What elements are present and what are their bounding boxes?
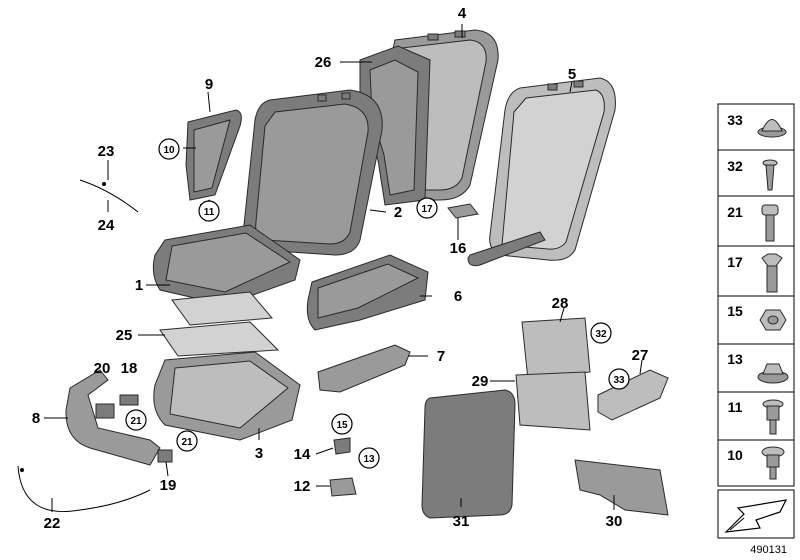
callout-5: 5: [568, 66, 576, 83]
svg-text:10: 10: [163, 145, 175, 156]
fastener-row-33: 33: [717, 103, 795, 151]
callout-19: 19: [160, 477, 177, 494]
part-20-switch: [95, 403, 115, 419]
callout-18: 18: [121, 360, 138, 377]
callout-4: 4: [458, 5, 467, 22]
svg-text:33: 33: [727, 112, 743, 128]
part-18-switch-cover: [119, 394, 139, 406]
part-9-side-trim: [185, 109, 242, 201]
callout-1: 1: [135, 277, 143, 294]
svg-text:15: 15: [727, 303, 743, 319]
fastener-row-17: 17: [717, 245, 795, 297]
callout-14: 14: [294, 446, 311, 463]
circled-callout-21-upper: 21: [125, 409, 147, 431]
svg-text:21: 21: [727, 204, 743, 220]
circled-callout-11: 11: [198, 200, 220, 222]
circled-callout-15: 15: [331, 413, 353, 435]
svg-text:32: 32: [595, 329, 607, 340]
callout-16: 16: [450, 240, 467, 257]
fastener-row-10: 10: [717, 439, 795, 487]
part-5-backrest-rear-panel: [467, 77, 616, 267]
document-id: 490131: [750, 544, 787, 556]
svg-text:32: 32: [727, 158, 743, 174]
callout-9: 9: [205, 76, 213, 93]
fastener-row-15: 15: [717, 295, 795, 345]
svg-text:21: 21: [130, 416, 142, 427]
hex-flange-screw-icon: [761, 253, 783, 293]
circled-callout-21-lower: 21: [176, 430, 198, 452]
part-14-bracket: [333, 437, 351, 455]
circled-callout-10: 10: [158, 138, 180, 160]
fastener-panel-footer: [717, 489, 795, 539]
leader-lines: [44, 24, 643, 512]
callout-31: 31: [453, 513, 470, 530]
part-7-support-panel: [317, 344, 411, 393]
part-26-padding-sheet: [359, 45, 431, 206]
callout-24: 24: [98, 217, 115, 234]
part-28-armrest-cover: [521, 317, 591, 381]
flange-nut-icon: [757, 363, 789, 384]
part-25-heating-mat: [159, 291, 280, 357]
part-27-trim-strip: [597, 369, 669, 421]
part-31-backrest-board: [421, 389, 516, 519]
callout-25: 25: [116, 327, 133, 344]
push-clip-icon: [757, 119, 787, 138]
svg-text:21: 21: [181, 437, 193, 448]
collar-screw-icon: [761, 446, 785, 480]
arrow-symbol-icon: [724, 499, 788, 533]
part-12-bracket: [329, 477, 357, 497]
part-29-armrest-pad: [515, 371, 591, 431]
part-16-bracket: [447, 203, 479, 219]
stepped-bolt-icon: [762, 399, 784, 435]
fastener-panel: 33 32 21 17: [717, 103, 795, 539]
circled-callout-33: 33: [608, 368, 630, 390]
callout-26: 26: [315, 54, 332, 71]
callout-29: 29: [472, 373, 489, 390]
callout-6: 6: [454, 288, 462, 305]
part-1-seat-cover: [152, 224, 301, 306]
svg-text:33: 33: [613, 375, 625, 386]
circled-callout-17: 17: [416, 197, 438, 219]
part-23-24-cable: [79, 179, 139, 213]
part-3-seat-base: [153, 351, 301, 441]
fastener-row-11: 11: [717, 391, 795, 441]
part-19-clip: [157, 449, 173, 463]
svg-text:10: 10: [727, 447, 743, 463]
svg-text:11: 11: [204, 207, 215, 218]
svg-text:17: 17: [727, 254, 743, 270]
part-30-lower-trim: [574, 459, 669, 516]
callout-8: 8: [32, 410, 40, 427]
callout-22: 22: [44, 515, 61, 532]
callout-30: 30: [606, 513, 623, 530]
svg-text:17: 17: [421, 204, 433, 215]
hex-nut-icon: [759, 309, 787, 331]
torx-bolt-icon: [761, 204, 779, 242]
callout-28: 28: [552, 295, 569, 312]
fastener-row-21: 21: [717, 195, 795, 247]
svg-text:15: 15: [336, 420, 348, 431]
circled-callout-13: 13: [358, 447, 380, 469]
tapping-screw-icon: [762, 159, 778, 191]
circled-callouts: 10 11 17 15 13 21 21 32: [125, 138, 630, 469]
callout-23: 23: [98, 143, 115, 160]
part-6-thigh-support: [306, 254, 429, 331]
callout-labels: 4 5 26 9 23 24 2 1 25 6 7 3 8 20 18 19 2…: [32, 5, 649, 532]
callout-12: 12: [294, 478, 311, 495]
fastener-row-13: 13: [717, 343, 795, 393]
circled-callout-32: 32: [590, 322, 612, 344]
svg-text:11: 11: [728, 399, 743, 415]
callout-7: 7: [437, 348, 445, 365]
part-2-backrest-cover: [242, 89, 383, 256]
part-22-cable-harness: [17, 465, 151, 513]
svg-text:13: 13: [363, 454, 375, 465]
callout-3: 3: [255, 445, 263, 462]
svg-text:13: 13: [727, 351, 743, 367]
callout-20: 20: [94, 360, 111, 377]
callout-2: 2: [394, 204, 402, 221]
callout-27: 27: [632, 347, 649, 364]
fastener-row-32: 32: [717, 149, 795, 197]
